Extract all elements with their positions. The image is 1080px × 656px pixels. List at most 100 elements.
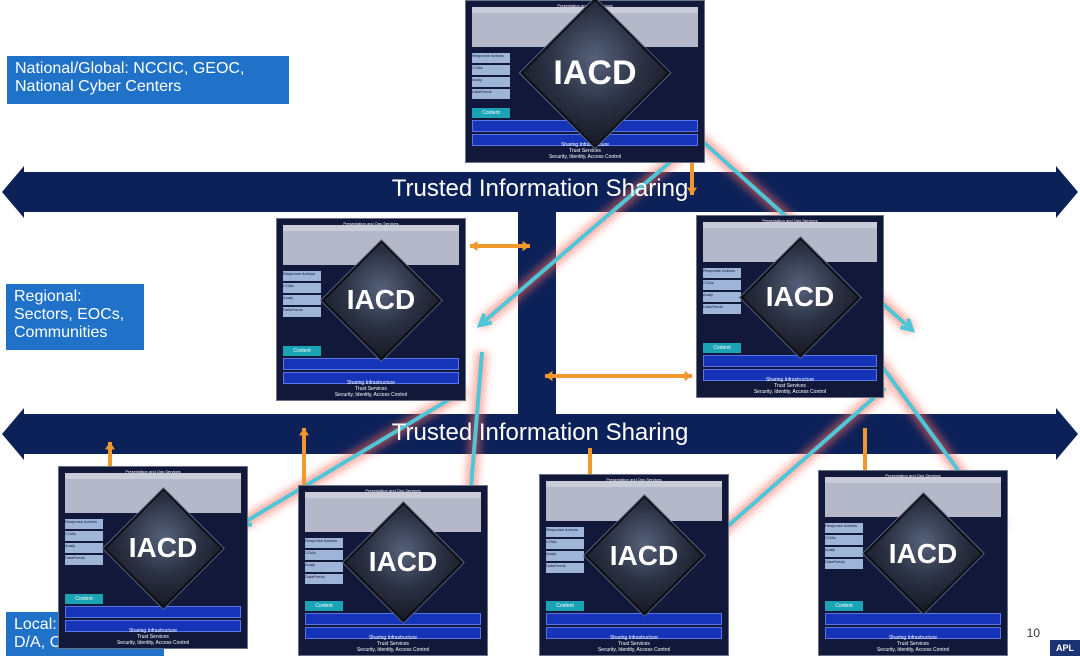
node-side-item: Response Actions (546, 527, 584, 537)
corner-logo: APL (1050, 640, 1080, 656)
flow-arrow-3 (238, 388, 467, 527)
emblem-label: IACD (346, 284, 416, 316)
node-footer-line: Security, Identity, Access Control (356, 647, 430, 653)
node-footer-line: Trust Services (137, 634, 169, 640)
tree-trunk (518, 205, 556, 415)
node-content-tag: Content (472, 108, 510, 118)
node-content-tag: Content (283, 346, 321, 356)
node-side-item: Response Actions (825, 523, 863, 533)
flow-arrowhead (899, 318, 916, 333)
top-banner-arrow (2, 166, 1078, 218)
node-service-bar (703, 369, 877, 381)
node-footer-line: Security, Identity, Access Control (876, 647, 950, 653)
node-side-item: Response Actions (305, 538, 343, 548)
node-footer-line: Trust Services (569, 148, 601, 154)
node-side-item: DataFeeds (546, 563, 584, 573)
node-side-item: DataFeeds (703, 304, 741, 314)
node-side-item: COAs (703, 280, 741, 290)
iacd-emblem-local-3: IACD (583, 495, 704, 616)
flow-arrowhead (476, 313, 493, 328)
node-header: Presentation and Ops Services (885, 473, 941, 478)
page-number: 10 (1026, 626, 1040, 640)
node-footer-line: Security, Identity, Access Control (753, 389, 827, 395)
orange-arrowhead (298, 428, 310, 436)
iacd-emblem-reg-right: IACD (739, 237, 860, 358)
node-footer-line: Security, Identity, Access Control (597, 647, 671, 653)
node-side-item: Response Actions (472, 53, 510, 63)
node-side-item: Analy (65, 543, 103, 553)
top-banner-label: Trusted Information Sharing (391, 175, 689, 202)
node-band (546, 481, 722, 489)
emblem-label: IACD (888, 537, 958, 569)
node-header: Presentation and Ops Services (343, 221, 399, 226)
node-service-bar (825, 613, 1001, 625)
node-content-tag: Content (65, 594, 103, 604)
node-footer-line: Trust Services (355, 386, 387, 392)
node-content-tag: Content (305, 601, 343, 611)
node-band (65, 473, 241, 481)
orange-arrowhead (684, 370, 692, 382)
node-service-bar (305, 613, 481, 625)
node-footer-line: Sharing Infrastructure (128, 628, 178, 634)
node-footer-line: Security, Identity, Access Control (334, 392, 408, 398)
tier-national-line-1: National/Global: NCCIC, GEOC, (15, 60, 245, 77)
node-footer-line: Trust Services (618, 641, 650, 647)
node-band (305, 492, 481, 500)
emblem-label: IACD (128, 532, 198, 564)
node-footer-line: Sharing Infrastructure (765, 377, 815, 383)
node-service-bar (703, 355, 877, 367)
iacd-emblem-local-4: IACD (862, 493, 983, 614)
tier-national-line-2: National Cyber Centers (15, 78, 182, 95)
node-side-item: COAs (472, 65, 510, 75)
emblem-label: IACD (765, 281, 835, 313)
node-service-bar (65, 620, 241, 632)
node-content-tag: Content (703, 343, 741, 353)
iacd-emblem-local-2: IACD (342, 501, 463, 622)
iacd-emblem-local-1: IACD (102, 488, 223, 609)
node-side-item: COAs (283, 283, 321, 293)
iacd-emblem-reg-left: IACD (320, 240, 441, 361)
node-service-bar (283, 372, 459, 384)
tier-regional-line-3: Communities (14, 324, 108, 341)
flow-arrow-1 (478, 143, 692, 327)
flow-arrow-5 (710, 386, 887, 542)
node-footer-line: Trust Services (774, 383, 806, 389)
node-side-item: Analy (546, 551, 584, 561)
node-footer-line: Security, Identity, Access Control (116, 640, 190, 646)
node-side-item: Response Actions (703, 268, 741, 278)
tier-label-regional: Regional: Sectors, EOCs, Communities (6, 284, 144, 350)
tier-regional-line-1: Regional: (14, 288, 82, 305)
node-footer-line: Security, Identity, Access Control (548, 154, 622, 160)
node-footer-line: Sharing Infrastructure (368, 635, 418, 641)
orange-arrowhead (470, 240, 478, 252)
node-footer-line: Sharing Infrastructure (888, 635, 938, 641)
node-side-item: Analy (283, 295, 321, 305)
node-content-tag: Content (546, 601, 584, 611)
node-side-item: Analy (703, 292, 741, 302)
orange-arrowhead (522, 240, 530, 252)
node-side-item: DataFeeds (283, 307, 321, 317)
node-header: Presentation and Ops Services (762, 218, 818, 223)
node-side-item: COAs (305, 550, 343, 560)
node-side-item: Analy (825, 547, 863, 557)
orange-arrowhead (686, 187, 698, 195)
node-side-item: Analy (472, 77, 510, 87)
emblem-label: IACD (368, 545, 438, 577)
node-header: Presentation and Ops Services (125, 469, 181, 474)
node-header: Presentation and Ops Services (557, 3, 613, 8)
bottom-banner-label: Trusted Information Sharing (391, 419, 689, 446)
node-service-bar (283, 358, 459, 370)
